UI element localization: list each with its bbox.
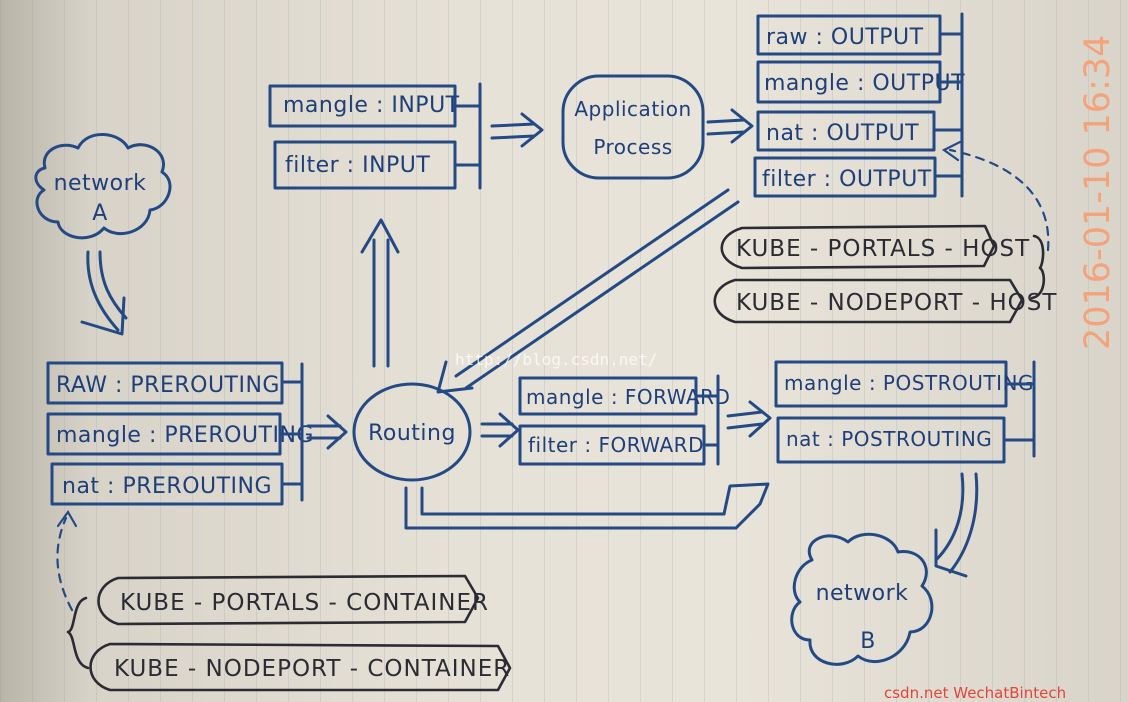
arrow-network-a-to-prerouting xyxy=(80,250,128,336)
host-chain-group: KUBE - PORTALS - HOST KUBE - NODEPORT - … xyxy=(713,224,1057,324)
routing-node: Routing xyxy=(352,382,472,482)
filter-output-label: filter : OUTPUT xyxy=(762,167,932,192)
input-chain-group: mangle : INPUT filter : INPUT xyxy=(268,82,482,190)
nat-postrouting-label: nat : POSTROUTING xyxy=(786,427,992,451)
network-b-letter: B xyxy=(860,629,876,654)
network-b-cloud: network B xyxy=(790,532,934,666)
credit-watermark: csdn.net WechatBintech xyxy=(884,684,1067,702)
application-label: Application xyxy=(574,97,691,121)
kube-portals-host-label: KUBE - PORTALS - HOST xyxy=(736,236,1030,262)
nat-output-label: nat : OUTPUT xyxy=(766,121,919,146)
network-a-cloud: network A xyxy=(34,133,172,240)
kube-nodeport-container-label: KUBE - NODEPORT - CONTAINER xyxy=(114,656,510,682)
filter-forward-label: filter : FORWARD xyxy=(528,433,704,457)
kube-portals-container-shape xyxy=(97,574,480,626)
mangle-postrouting-label: mangle : POSTROUTING xyxy=(784,371,1034,395)
arrow-routing-to-input xyxy=(360,218,400,368)
mangle-prerouting-label: mangle : PREROUTING xyxy=(56,423,314,448)
network-b-label: network xyxy=(816,581,909,606)
watermark-url: http://blog.csdn.net/ xyxy=(455,350,658,369)
mangle-input-label: mangle : INPUT xyxy=(283,93,460,118)
kube-nodeport-container-shape xyxy=(89,642,512,692)
mangle-output-label: mangle : OUTPUT xyxy=(764,71,965,96)
kube-nodeport-host-label: KUBE - NODEPORT - HOST xyxy=(736,290,1057,316)
arrow-application-to-output xyxy=(706,108,754,144)
arrow-routing-to-forward xyxy=(480,412,520,448)
network-a-label: network xyxy=(54,171,147,196)
dashed-arrow-host-to-nat-output xyxy=(941,140,1050,252)
arrow-routing-bypass-to-postrouting xyxy=(404,482,770,530)
nat-prerouting-label: nat : PREROUTING xyxy=(62,474,272,499)
dashed-arrow-container-to-nat-prerouting xyxy=(56,509,78,612)
photo-timestamp: 2016-01-10 16:34 xyxy=(1078,34,1118,350)
filter-input-label: filter : INPUT xyxy=(285,153,430,178)
raw-prerouting-label: RAW : PREROUTING xyxy=(56,373,280,398)
postrouting-chain-group: mangle : POSTROUTING nat : POSTROUTING xyxy=(774,360,1036,464)
arrow-postrouting-to-network-b xyxy=(934,472,979,578)
kube-portals-host-shape xyxy=(720,224,996,270)
kube-nodeport-host-shape xyxy=(713,278,1024,324)
routing-label: Routing xyxy=(368,421,456,446)
forward-chain-group: mangle : FORWARD filter : FORWARD xyxy=(518,374,730,466)
application-process-node: Application Process xyxy=(561,74,705,180)
prerouting-chain-group: RAW : PREROUTING mangle : PREROUTING nat… xyxy=(46,361,314,506)
process-label: Process xyxy=(593,135,672,159)
arrow-forward-to-postrouting xyxy=(726,400,772,438)
raw-output-label: raw : OUTPUT xyxy=(766,25,924,50)
output-chain-group: raw : OUTPUT mangle : OUTPUT nat : OUTPU… xyxy=(753,12,965,198)
container-chain-group: KUBE - PORTALS - CONTAINER KUBE - NODEPO… xyxy=(66,574,512,692)
network-a-letter: A xyxy=(92,201,108,226)
arrow-input-to-application xyxy=(490,112,544,148)
kube-portals-container-label: KUBE - PORTALS - CONTAINER xyxy=(120,590,489,616)
arrow-output-to-routing xyxy=(436,188,740,394)
arrow-prerouting-to-routing xyxy=(306,414,348,450)
